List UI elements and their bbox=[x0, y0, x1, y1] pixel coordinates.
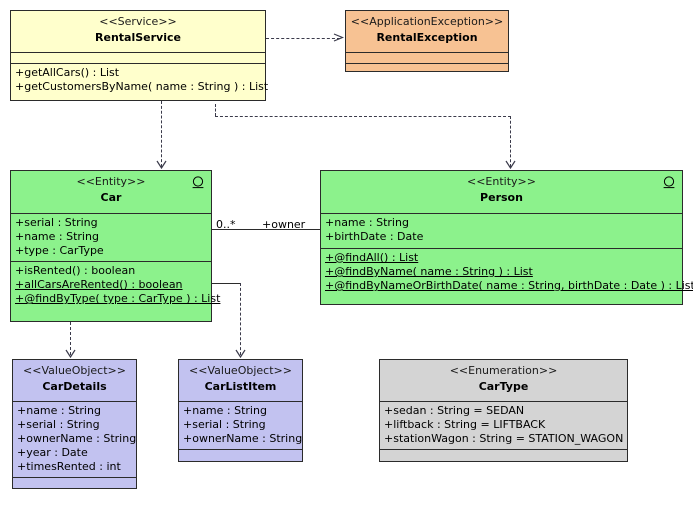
attribute-item: +serial : String bbox=[183, 418, 266, 432]
attributes-compartment-person: +name : String +birthDate : Date bbox=[321, 214, 682, 249]
attribute-item: +name : String bbox=[183, 404, 267, 417]
class-box-person[interactable]: <<Entity>> Person +name : String +birthD… bbox=[320, 170, 693, 305]
attribute-item: +name : String bbox=[17, 404, 101, 417]
attributes-compartment-car-details: +name : String +serial : String +ownerNa… bbox=[13, 402, 137, 479]
dependency-service-to-person-line bbox=[215, 116, 511, 117]
class-title: RentalService bbox=[95, 31, 181, 45]
class-title: Car bbox=[100, 191, 122, 205]
association-source-multiplicity-label: 0..* bbox=[216, 218, 236, 231]
dependency-service-to-car-arrowhead bbox=[156, 160, 167, 169]
dependency-car-to-carlistitem-line bbox=[240, 283, 241, 355]
operations-compartment-rental-exception bbox=[346, 64, 508, 75]
class-stereotype: <<ApplicationException>> bbox=[350, 15, 504, 28]
attribute-item: +timesRented : int bbox=[17, 460, 121, 474]
dependency-service-to-person-arrowhead bbox=[505, 160, 516, 169]
operation-item: +@findByName( name : String ) : List bbox=[325, 265, 533, 279]
class-title: RentalException bbox=[376, 31, 478, 45]
operations-compartment-rental-service: +getAllCars() : List +getCustomersByName… bbox=[11, 64, 269, 97]
class-stereotype: <<Entity>> bbox=[467, 175, 536, 188]
attribute-item: +type : CarType bbox=[15, 244, 104, 258]
operation-item: +isRented() : boolean bbox=[15, 264, 136, 278]
operations-compartment-person: +@findAll() : List +@findByName( name : … bbox=[321, 249, 693, 296]
entity-lollipop-icon bbox=[663, 176, 675, 189]
attribute-item: +ownerName : String bbox=[17, 432, 137, 446]
attribute-item: +year : Date bbox=[17, 446, 88, 460]
dependency-service-to-exception-line bbox=[266, 38, 340, 39]
class-header-car-list-item: <<ValueObject>> CarListItem bbox=[179, 360, 302, 402]
class-header-person: <<Entity>> Person bbox=[321, 171, 682, 214]
attribute-item: +birthDate : Date bbox=[325, 230, 424, 244]
class-title: CarListItem bbox=[204, 380, 277, 394]
attribute-item: +serial : String bbox=[15, 216, 98, 229]
operation-item: +allCarsAreRented() : boolean bbox=[15, 278, 183, 292]
dependency-car-to-carlistitem-stub bbox=[212, 283, 240, 284]
dependency-service-to-exception-arrowhead bbox=[333, 33, 344, 42]
class-header-car: <<Entity>> Car bbox=[11, 171, 211, 214]
class-box-rental-exception[interactable]: <<ApplicationException>> RentalException bbox=[345, 10, 509, 72]
attributes-compartment-car-type: +sedan : String = SEDAN +liftback : Stri… bbox=[380, 402, 627, 451]
attribute-item: +name : String bbox=[15, 230, 99, 244]
attribute-item: +serial : String bbox=[17, 418, 100, 432]
operations-compartment-car-type bbox=[380, 450, 627, 461]
attributes-compartment-rental-service bbox=[11, 53, 265, 64]
attribute-item: +liftback : String = LIFTBACK bbox=[384, 418, 546, 432]
operations-compartment-car-list-item bbox=[179, 450, 302, 461]
operation-item: +getAllCars() : List bbox=[15, 66, 120, 79]
association-target-role-label: +owner bbox=[262, 218, 306, 231]
attributes-compartment-car: +serial : String +name : String +type : … bbox=[11, 214, 211, 263]
operation-item: +@findByNameOrBirthDate( name : String, … bbox=[325, 279, 693, 293]
class-box-car-details[interactable]: <<ValueObject>> CarDetails +name : Strin… bbox=[12, 359, 137, 489]
class-header-rental-exception: <<ApplicationException>> RentalException bbox=[346, 11, 508, 53]
attribute-item: +name : String bbox=[325, 216, 409, 229]
class-stereotype: <<Service>> bbox=[99, 15, 177, 28]
class-stereotype: <<ValueObject>> bbox=[189, 364, 292, 377]
operation-item: +@findAll() : List bbox=[325, 251, 419, 264]
class-header-car-type: <<Enumeration>> CarType bbox=[380, 360, 627, 402]
operations-compartment-car-details bbox=[13, 478, 136, 489]
attributes-compartment-rental-exception bbox=[346, 53, 508, 64]
dependency-car-to-cardetails-line bbox=[70, 322, 71, 355]
class-stereotype: <<Enumeration>> bbox=[449, 364, 558, 377]
class-box-car-type[interactable]: <<Enumeration>> CarType +sedan : String … bbox=[379, 359, 628, 462]
dependency-car-to-carlistitem-arrowhead bbox=[235, 349, 246, 358]
attribute-item: +ownerName : String bbox=[183, 432, 303, 446]
class-title: Person bbox=[480, 191, 523, 205]
operation-item: +@findByType( type : CarType ) : List bbox=[15, 292, 221, 306]
dependency-car-to-cardetails-arrowhead bbox=[65, 349, 76, 358]
attribute-item: +sedan : String = SEDAN bbox=[384, 404, 525, 417]
class-box-rental-service[interactable]: <<Service>> RentalService +getAllCars() … bbox=[10, 10, 269, 101]
class-header-car-details: <<ValueObject>> CarDetails bbox=[13, 360, 136, 402]
class-stereotype: <<Entity>> bbox=[76, 175, 146, 188]
class-header-rental-service: <<Service>> RentalService bbox=[11, 11, 265, 53]
entity-lollipop-icon bbox=[192, 176, 204, 189]
operations-compartment-car: +isRented() : boolean +allCarsAreRented(… bbox=[11, 262, 221, 309]
association-car-person-line bbox=[212, 229, 320, 230]
class-title: CarDetails bbox=[42, 380, 107, 394]
attributes-compartment-car-list-item: +name : String +serial : String +ownerNa… bbox=[179, 402, 303, 451]
class-title: CarType bbox=[478, 380, 529, 394]
dependency-service-to-car-line bbox=[161, 101, 162, 167]
class-box-car[interactable]: <<Entity>> Car +serial : String +name : … bbox=[10, 170, 221, 322]
dependency-service-to-person-stub bbox=[215, 104, 216, 116]
dependency-service-to-person-drop bbox=[510, 116, 511, 167]
operation-item: +getCustomersByName( name : String ) : L… bbox=[15, 80, 269, 94]
attribute-item: +stationWagon : String = STATION_WAGON bbox=[384, 432, 624, 446]
class-stereotype: <<ValueObject>> bbox=[23, 364, 126, 377]
class-box-car-list-item[interactable]: <<ValueObject>> CarListItem +name : Stri… bbox=[178, 359, 303, 462]
